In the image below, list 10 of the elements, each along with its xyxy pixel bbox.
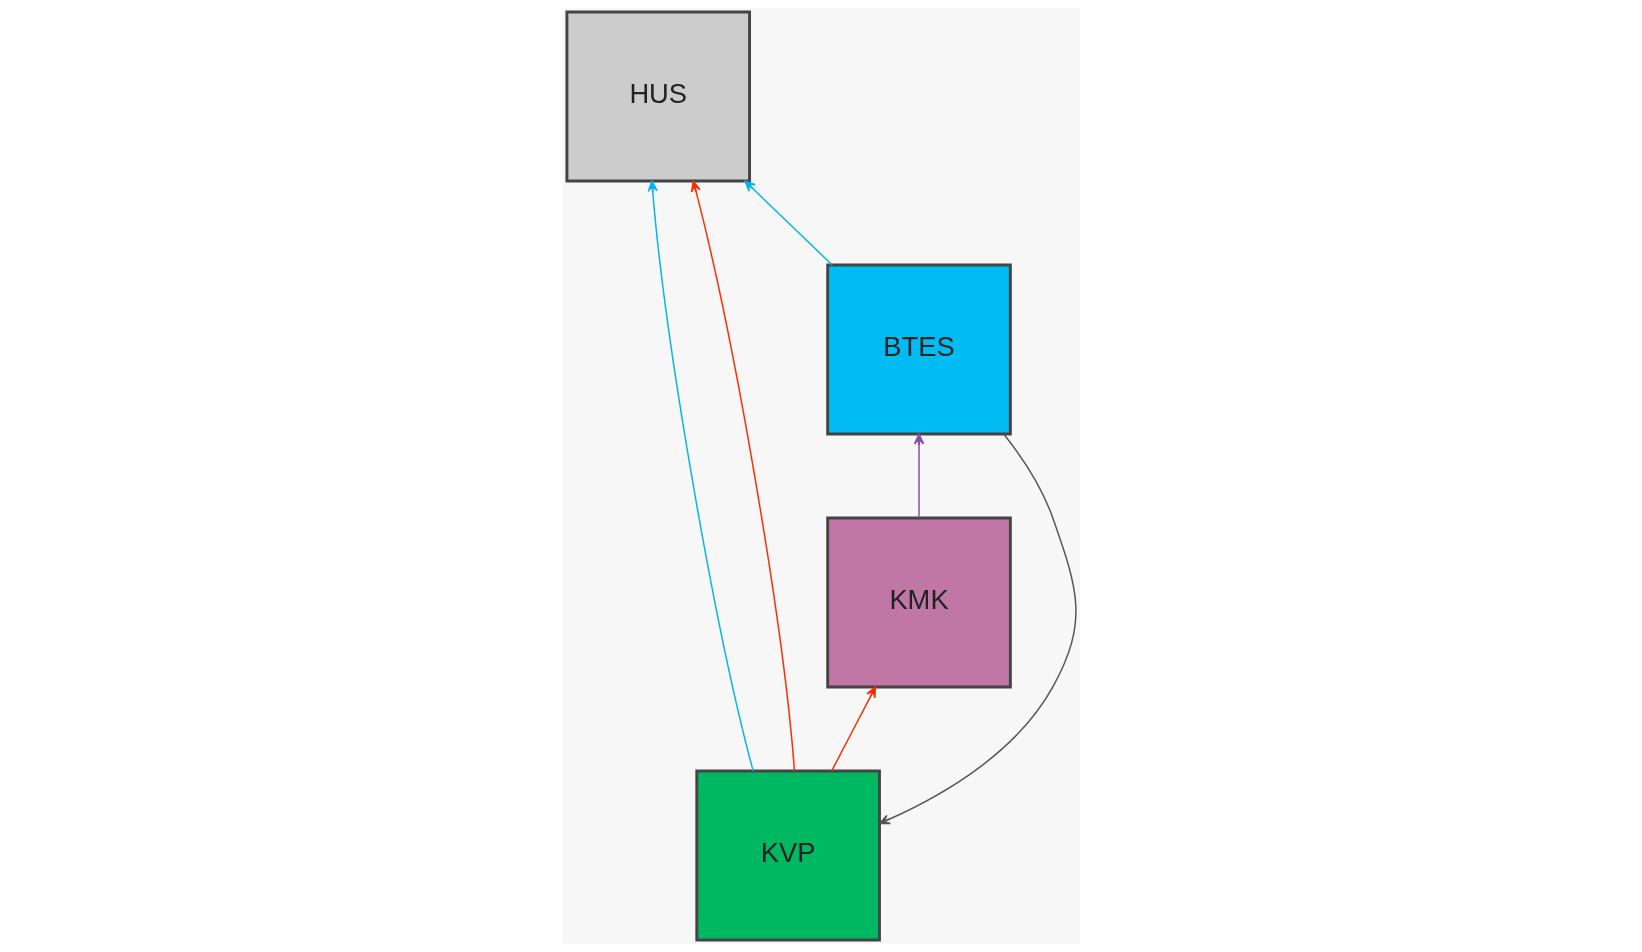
arrow <box>690 180 795 772</box>
arrow <box>647 180 754 772</box>
node-box: HUS <box>564 10 751 183</box>
node-box: KMK <box>825 516 1012 689</box>
node-box: BTES <box>825 263 1012 436</box>
arrow <box>830 686 876 772</box>
arrow <box>913 433 924 519</box>
arrow <box>743 180 833 266</box>
node-box: KVP <box>694 769 881 942</box>
arrow <box>878 433 1077 825</box>
